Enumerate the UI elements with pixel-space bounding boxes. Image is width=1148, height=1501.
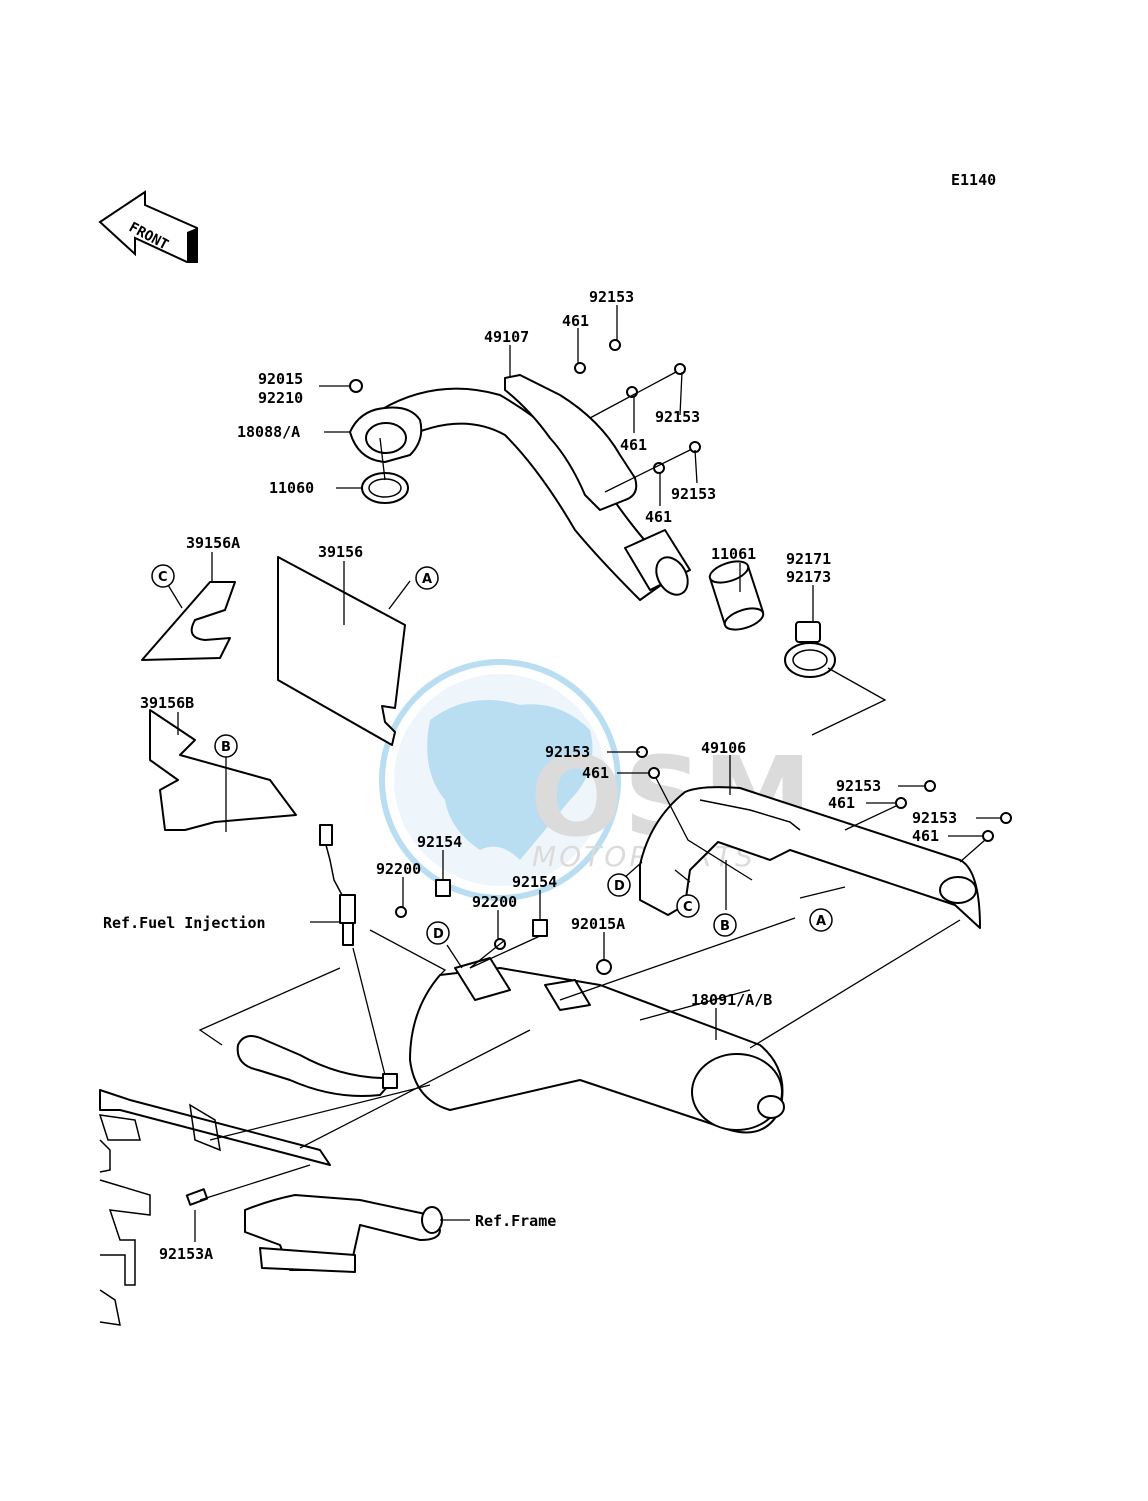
callout-B-1: B: [214, 734, 238, 758]
label-92153-r1: 92153: [655, 408, 700, 426]
label-39156: 39156: [318, 543, 363, 561]
label-92015A: 92015A: [571, 915, 625, 933]
label-39156A: 39156A: [186, 534, 240, 552]
front-arrow-icon: FRONT: [98, 190, 198, 263]
callout-A-2: A: [809, 908, 833, 932]
label-11060: 11060: [269, 479, 314, 497]
insulator-39156: [277, 556, 406, 746]
fasteners: [185, 339, 1012, 1206]
svg-text:A: A: [422, 572, 432, 587]
callout-C-2: C: [676, 894, 700, 918]
front-exhaust-pipe: [367, 387, 691, 601]
label-92153-rr1: 92153: [836, 777, 881, 795]
label-92154-b: 92154: [512, 873, 557, 891]
label-92200-b: 92200: [472, 893, 517, 911]
label-92153-top: 92153: [589, 288, 634, 306]
svg-text:D: D: [614, 879, 625, 894]
label-461-rr1: 461: [828, 794, 855, 812]
label-461-rr2: 461: [912, 827, 939, 845]
label-92171: 92171: [786, 550, 831, 568]
watermark-globe: [379, 659, 621, 901]
label-92015: 92015: [258, 370, 303, 388]
label-92153-rr2: 92153: [912, 809, 957, 827]
label-92153A: 92153A: [159, 1245, 213, 1263]
svg-text:B: B: [221, 740, 231, 755]
label-49106: 49106: [701, 739, 746, 757]
callout-D-1: D: [607, 873, 631, 897]
clamp-92171: [784, 621, 836, 678]
label-461-r2: 461: [645, 508, 672, 526]
label-92173: 92173: [786, 568, 831, 586]
label-49107: 49107: [484, 328, 529, 346]
label-92153-mid: 92153: [545, 743, 590, 761]
nut-92015: [349, 379, 363, 393]
diagram-code: E1140: [951, 171, 996, 189]
o2-sensor: [319, 824, 356, 946]
svg-text:C: C: [683, 900, 693, 915]
svg-text:B: B: [720, 919, 730, 934]
exhaust-flange: [349, 406, 423, 463]
label-ref-frame: Ref.Frame: [475, 1212, 556, 1230]
label-39156B: 39156B: [140, 694, 194, 712]
frame-section: [98, 1035, 443, 1326]
insulator-39156B: [149, 709, 297, 831]
label-461-top: 461: [562, 312, 589, 330]
svg-text:C: C: [158, 570, 168, 585]
label-461-r1: 461: [620, 436, 647, 454]
label-92153-r2: 92153: [671, 485, 716, 503]
insulator-39156A: [141, 581, 236, 661]
callout-B-2: B: [713, 913, 737, 937]
svg-text:D: D: [433, 927, 444, 942]
connector-pipe-11061: [708, 560, 765, 631]
label-461-mid: 461: [582, 764, 609, 782]
heat-guard-49107: [504, 374, 638, 511]
silencer-18091: [409, 957, 785, 1134]
watermark-logo: OSM MOTORPARTS: [379, 659, 812, 901]
callout-C-1: C: [151, 564, 175, 588]
callout-A-1: A: [415, 566, 439, 590]
label-18088: 18088/A: [237, 423, 300, 441]
label-92154-a: 92154: [417, 833, 462, 851]
label-18091: 18091/A/B: [691, 991, 772, 1009]
leader-lines: [164, 305, 1000, 1242]
label-ref-fuel-injection: Ref.Fuel Injection: [103, 914, 266, 932]
label-11061: 11061: [711, 545, 756, 563]
muffler-cover-49106: [639, 786, 981, 929]
svg-text:A: A: [816, 914, 826, 929]
callout-D-2: D: [426, 921, 450, 945]
label-92210: 92210: [258, 389, 303, 407]
label-92200-a: 92200: [376, 860, 421, 878]
